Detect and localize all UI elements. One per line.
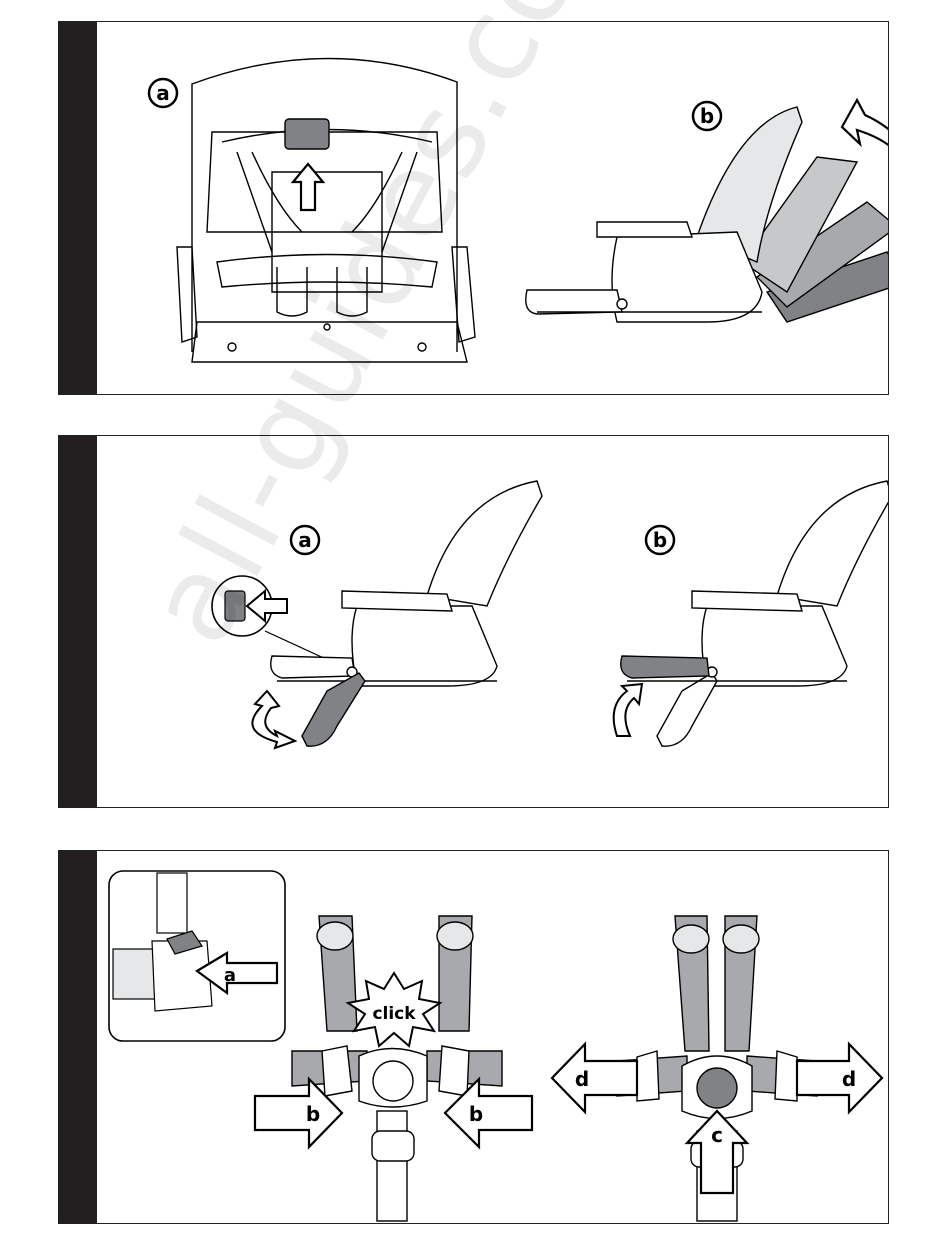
label-d-left: d <box>575 1067 589 1091</box>
label-d-right: d <box>842 1067 856 1091</box>
footrest-lowered <box>302 673 365 746</box>
illustration-footrest-adjust: a b <box>97 436 888 806</box>
step-panel-1: a b <box>58 21 889 395</box>
click-text: click <box>372 1004 416 1024</box>
chair-side-view-a <box>271 481 542 686</box>
inset-label-a: a <box>224 965 236 986</box>
step-panel-2: a b <box>58 435 889 808</box>
step-sidebar-bar <box>59 22 97 394</box>
footrest-raised <box>621 656 709 678</box>
chair-side-view-recline-positions <box>526 107 888 322</box>
callout-label-a: a <box>298 528 312 552</box>
step-sidebar-bar <box>59 436 97 807</box>
pull-right-arrow-icon <box>797 1044 882 1112</box>
footrest-release-button <box>225 591 245 621</box>
callout-label-b: b <box>700 104 714 128</box>
callout-label-a: a <box>156 81 170 105</box>
label-b-left: b <box>306 1102 320 1126</box>
step-sidebar-bar <box>59 851 97 1223</box>
step-panel-3: a click b b <box>58 850 889 1224</box>
label-b-right: b <box>469 1102 483 1126</box>
chair-front-view <box>177 58 475 362</box>
rotate-up-arrow-icon <box>614 684 642 736</box>
illustration-highchair-recline: a b <box>97 22 888 393</box>
release-button <box>697 1068 737 1108</box>
illustration-harness-buckle: a click b b <box>97 851 888 1222</box>
rotate-down-arrow-icon <box>252 691 295 748</box>
label-c: c <box>711 1123 723 1147</box>
chair-side-view-b <box>627 481 888 746</box>
recline-release-handle <box>285 119 329 149</box>
pull-left-arrow-icon <box>552 1044 637 1112</box>
callout-label-b: b <box>653 528 667 552</box>
